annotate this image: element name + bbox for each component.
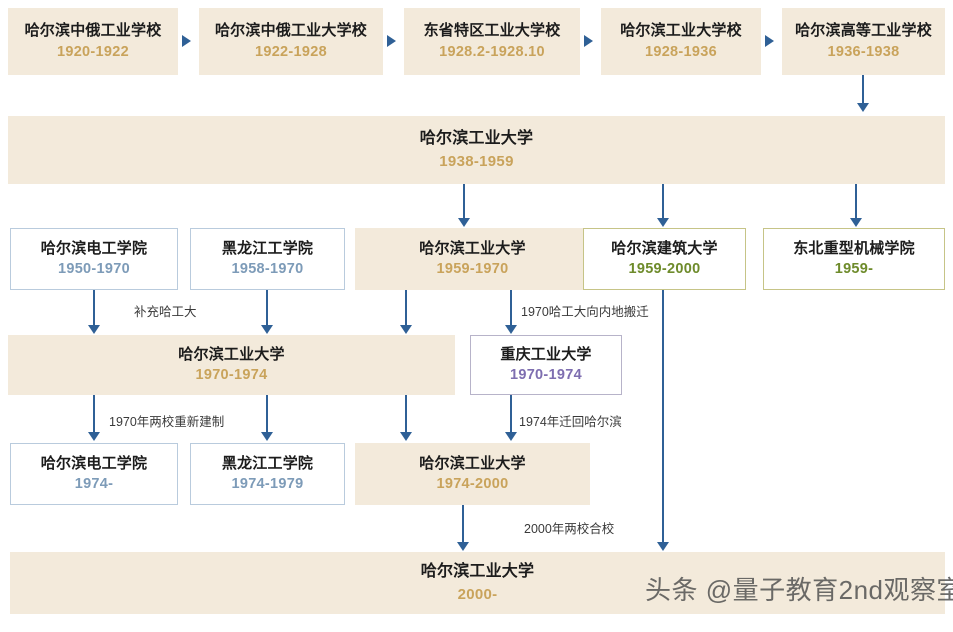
node-harbin-sino-russian-university[interactable]: 哈尔滨中俄工业大学校 1922-1928 [199, 8, 383, 75]
node-title: 东北重型机械学院 [793, 239, 915, 257]
connector-n12-n16 [405, 395, 407, 433]
node-title: 黑龙江工学院 [221, 454, 314, 472]
arrow-down-icon [261, 432, 273, 441]
node-heilongjiang-institute-technology-1958[interactable]: 黑龙江工学院 1958-1970 [190, 228, 345, 290]
edge-label-supplement: 补充哈工大 [134, 305, 197, 319]
arrow-down-icon [458, 218, 470, 227]
node-title: 哈尔滨工业大学校 [620, 22, 742, 40]
arrow-down-icon [505, 325, 517, 334]
node-years: 1928-1936 [644, 43, 718, 60]
connector-n9-n12 [405, 290, 407, 326]
node-harbin-industrial-university-school[interactable]: 哈尔滨工业大学校 1928-1936 [601, 8, 761, 75]
node-title: 哈尔滨建筑大学 [611, 239, 718, 257]
node-hit-1959[interactable]: 哈尔滨工业大学 1959-1970 [355, 228, 590, 290]
arrow-down-icon [850, 218, 862, 227]
arrow-down-icon [400, 432, 412, 441]
node-harbin-higher-industrial-school[interactable]: 哈尔滨高等工业学校 1936-1938 [782, 8, 945, 75]
node-chongqing-industrial-university[interactable]: 重庆工业大学 1970-1974 [470, 335, 622, 395]
arrow-right-icon [387, 35, 396, 47]
edge-label-reestablish: 1970年两校重新建制 [109, 415, 225, 429]
node-title: 哈尔滨中俄工业大学校 [214, 22, 367, 40]
node-years: 1936-1938 [827, 43, 900, 60]
node-years: 1959-1970 [436, 261, 509, 278]
node-dongsheng-special-district-university[interactable]: 东省特区工业大学校 1928.2-1928.10 [404, 8, 580, 75]
edge-label-move-back-harbin: 1974年迁回哈尔滨 [519, 415, 622, 429]
connector-n10-n17 [662, 290, 664, 543]
node-years: 1970-1974 [195, 367, 268, 384]
connector-r2-n9 [463, 184, 465, 219]
node-title: 哈尔滨电工学院 [40, 454, 148, 472]
node-hit-1938[interactable]: 哈尔滨工业大学 1938-1959 [8, 116, 945, 184]
connector-r2-n11 [855, 184, 857, 219]
node-years: 1950-1970 [57, 261, 131, 278]
arrow-right-icon [584, 35, 593, 47]
edge-label-relocate-inland: 1970哈工大向内地搬迁 [521, 305, 649, 319]
node-years: 2000- [457, 585, 498, 603]
node-title: 东省特区工业大学校 [423, 22, 561, 40]
connector-r2-n10 [662, 184, 664, 219]
arrow-down-icon [505, 432, 517, 441]
node-hit-1970[interactable]: 哈尔滨工业大学 1970-1974 [8, 335, 455, 395]
connector-n12-n15 [266, 395, 268, 433]
arrow-down-icon [457, 542, 469, 551]
connector-n9-n13 [510, 290, 512, 326]
node-title: 哈尔滨工业大学 [420, 562, 535, 580]
node-northeast-heavy-machinery-institute[interactable]: 东北重型机械学院 1959- [763, 228, 945, 290]
node-years: 1958-1970 [231, 261, 304, 278]
node-title: 重庆工业大学 [500, 345, 592, 363]
arrow-down-icon [400, 325, 412, 334]
node-years: 1970-1974 [509, 367, 583, 384]
node-years: 1959- [834, 261, 874, 278]
node-years: 1938-1959 [439, 152, 514, 170]
node-years: 1959-2000 [628, 261, 701, 278]
node-title: 哈尔滨中俄工业学校 [24, 22, 162, 40]
arrow-down-icon [88, 432, 100, 441]
connector-n8-n12 [266, 290, 268, 326]
node-years: 1920-1922 [56, 43, 130, 60]
node-years: 1974-1979 [231, 476, 304, 493]
connector-n5-n6 [862, 75, 864, 104]
node-harbin-sino-russian-school[interactable]: 哈尔滨中俄工业学校 1920-1922 [8, 8, 178, 75]
node-years: 1928.2-1928.10 [439, 43, 545, 60]
node-title: 黑龙江工学院 [221, 239, 314, 257]
node-years: 1922-1928 [254, 43, 328, 60]
arrow-down-icon [261, 325, 273, 334]
node-title: 哈尔滨高等工业学校 [795, 22, 932, 40]
node-hit-1974[interactable]: 哈尔滨工业大学 1974-2000 [355, 443, 590, 505]
watermark-text: 头条 @量子教育2nd观察室 [645, 575, 953, 605]
node-harbin-electrical-engineering-institute-1950[interactable]: 哈尔滨电工学院 1950-1970 [10, 228, 178, 290]
node-title: 哈尔滨电工学院 [40, 239, 148, 257]
connector-n13-n16 [510, 395, 512, 433]
node-title: 哈尔滨工业大学 [419, 454, 526, 472]
arrow-down-icon [657, 542, 669, 551]
arrow-down-icon [657, 218, 669, 227]
node-title: 哈尔滨工业大学 [419, 239, 526, 257]
node-harbin-electrical-engineering-institute-1974[interactable]: 哈尔滨电工学院 1974- [10, 443, 178, 505]
connector-n12-n14 [93, 395, 95, 433]
connector-n7-n12 [93, 290, 95, 326]
arrow-right-icon [765, 35, 774, 47]
node-title: 哈尔滨工业大学 [419, 129, 534, 147]
node-title: 哈尔滨工业大学 [178, 345, 285, 363]
connector-n16-n17 [462, 505, 464, 543]
node-hit-2000[interactable]: 哈尔滨工业大学 2000- [10, 552, 945, 614]
node-years: 1974- [74, 476, 114, 493]
node-harbin-architecture-university[interactable]: 哈尔滨建筑大学 1959-2000 [583, 228, 746, 290]
arrow-down-icon [88, 325, 100, 334]
edge-label-merge-2000: 2000年两校合校 [524, 522, 615, 536]
arrow-right-icon [182, 35, 191, 47]
node-years: 1974-2000 [436, 476, 509, 493]
arrow-down-icon [857, 103, 869, 112]
node-heilongjiang-institute-technology-1974[interactable]: 黑龙江工学院 1974-1979 [190, 443, 345, 505]
